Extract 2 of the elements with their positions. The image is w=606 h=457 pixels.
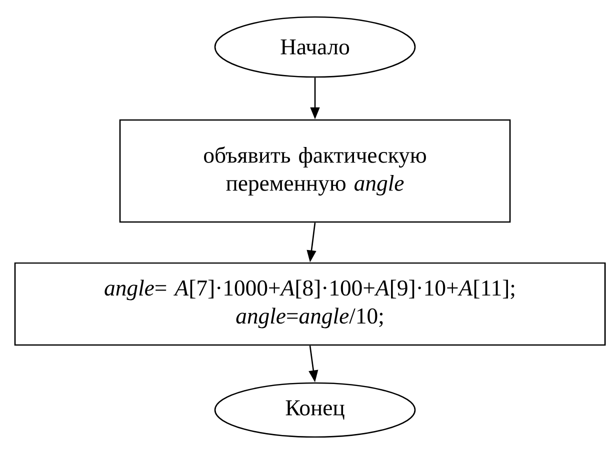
process-box: объявить фактическую переменную angle <box>119 119 511 223</box>
process-box: angle= A[7]·1000+A[8]·100+A[9]·10+A[11]; angle=angle/10; <box>14 262 606 346</box>
